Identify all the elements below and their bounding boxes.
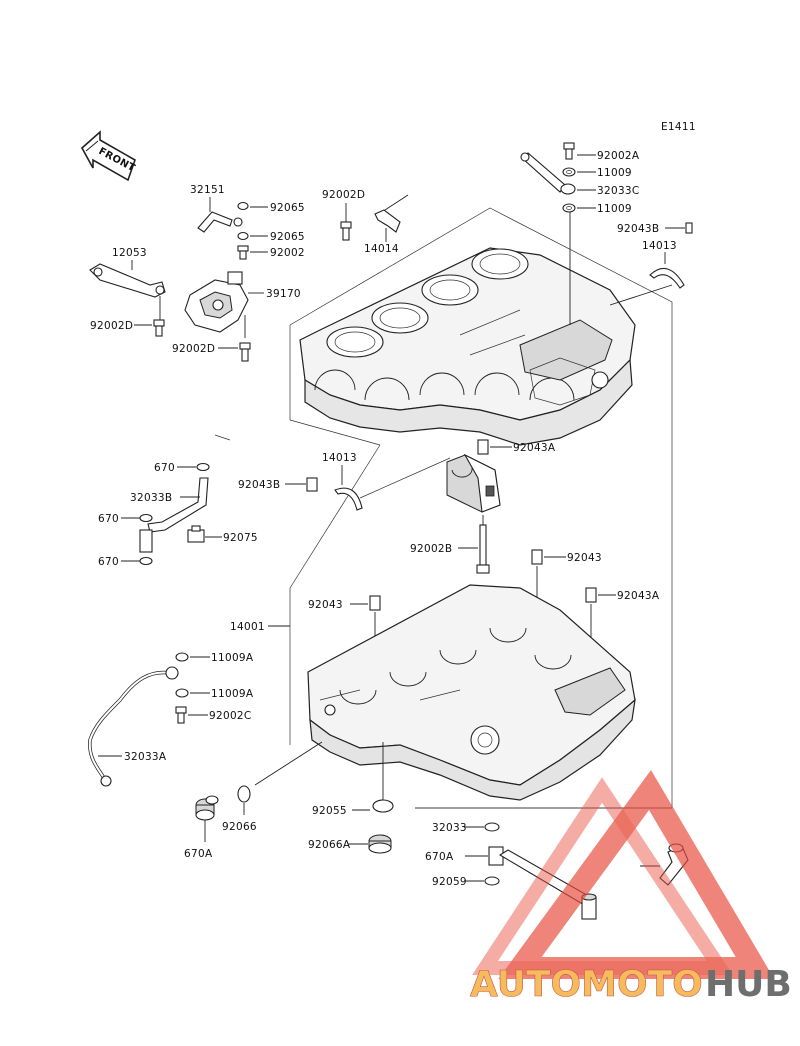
oring-670-top: [196, 462, 210, 472]
oring-92055: [372, 799, 394, 813]
label-92043a-mid: 92043A: [513, 442, 556, 454]
oring-92055a: [237, 785, 251, 803]
dowel-92043a-right: [585, 587, 597, 603]
label-39170: 39170: [266, 288, 301, 300]
bearing-cap: [446, 453, 501, 513]
oring-670a-a: [484, 822, 500, 832]
washer-11009a: [562, 167, 576, 177]
dowel-92043-left: [369, 595, 381, 611]
label-92075: 92075: [223, 532, 258, 544]
label-11009-b: 11009: [597, 203, 632, 215]
label-32033c: 32033C: [597, 185, 640, 197]
label-92043a-right: 92043A: [617, 590, 660, 602]
label-92002b: 92002B: [410, 543, 452, 555]
label-92066a: 670A: [184, 848, 213, 860]
label-14013-top: 14013: [642, 240, 677, 252]
label-92055a: 92066: [222, 821, 257, 833]
plug-92066a: [195, 795, 219, 821]
label-32033: 670A: [425, 851, 454, 863]
watermark-text-part2: HUB: [705, 964, 792, 1005]
washer-92065a: [237, 201, 249, 211]
label-92066: 92066A: [308, 839, 351, 851]
label-92043-right: 92043: [567, 552, 602, 564]
bolt-92002a: [563, 142, 575, 160]
pipe-end: [139, 529, 153, 553]
dowel-92043-right: [531, 549, 543, 565]
pipe-32033b: [147, 477, 209, 533]
upper-crankcase: [299, 247, 636, 446]
label-670-top: 670: [154, 462, 175, 474]
label-92002: 92002: [270, 247, 305, 259]
holder-39170: [184, 271, 249, 333]
label-92043b-top: 92043B: [617, 223, 659, 235]
guide-12053: [89, 263, 166, 298]
bolt-92002d-left: [153, 319, 165, 337]
bearing-insert-14013-mid: [334, 487, 363, 511]
label-670a-b: 92059: [432, 876, 467, 888]
bearing-insert-14013-top: [649, 267, 685, 289]
washer-11009a-b: [175, 688, 189, 698]
bracket-14014: [374, 209, 401, 233]
label-14001: 14001: [230, 621, 265, 633]
label-92043-left: 92043: [308, 599, 343, 611]
lower-crankcase: [307, 584, 636, 801]
label-11009a-a: 11009A: [211, 652, 254, 664]
pipe-32033c: [520, 152, 576, 195]
oring-670a-b: [484, 876, 500, 886]
bolt-92002c: [175, 706, 187, 724]
oring-670-mid: [139, 513, 153, 523]
label-12053: 12053: [112, 247, 147, 259]
diagram-code: E1411: [661, 121, 696, 133]
label-92002d-left: 92002D: [90, 320, 133, 332]
dowel-92043b-mid: [306, 477, 318, 492]
watermark-logo: AUTOMOTO HUB: [470, 770, 792, 1005]
label-92002a: 92002A: [597, 150, 640, 162]
label-92065-a: 92065: [270, 202, 305, 214]
label-92055: 92055: [312, 805, 347, 817]
label-11009a-b: 11009A: [211, 688, 254, 700]
dowel-92043b-top: [685, 222, 693, 234]
label-670a-a: 32033: [432, 822, 467, 834]
plug-92066: [368, 834, 392, 854]
washer-92065b: [237, 231, 249, 241]
label-32033a: 32033A: [124, 751, 167, 763]
front-arrow-icon: FRONT: [80, 130, 137, 182]
label-14014: 14014: [364, 243, 399, 255]
label-670-mid: 670: [98, 513, 119, 525]
bolt-92002d-mid: [239, 342, 251, 362]
bolt-92002d-top: [340, 221, 352, 241]
label-92043b-mid: 92043B: [238, 479, 280, 491]
oring-670-bot: [139, 556, 153, 566]
washer-11009b: [562, 203, 576, 213]
label-32151: 32151: [190, 184, 225, 196]
bolt-92002: [237, 245, 249, 260]
label-92065-b: 92065: [270, 231, 305, 243]
watermark-text-part1: AUTOMOTO: [470, 964, 703, 1005]
label-92002d-mid: 92002D: [172, 343, 215, 355]
label-11009-a: 11009: [597, 167, 632, 179]
label-32033b: 32033B: [130, 492, 172, 504]
label-14013-mid: 14013: [322, 452, 357, 464]
pipe-32033a: [165, 666, 179, 680]
cap-92075: [187, 525, 205, 543]
label-92002c: 92002C: [209, 710, 252, 722]
label-92002d-top: 92002D: [322, 189, 365, 201]
dowel-92043a-mid: [477, 439, 489, 455]
bolt-92002b: [476, 524, 490, 574]
plate-32151: [197, 211, 233, 233]
washer-11009a-a: [175, 652, 189, 662]
label-670-bot: 670: [98, 556, 119, 568]
